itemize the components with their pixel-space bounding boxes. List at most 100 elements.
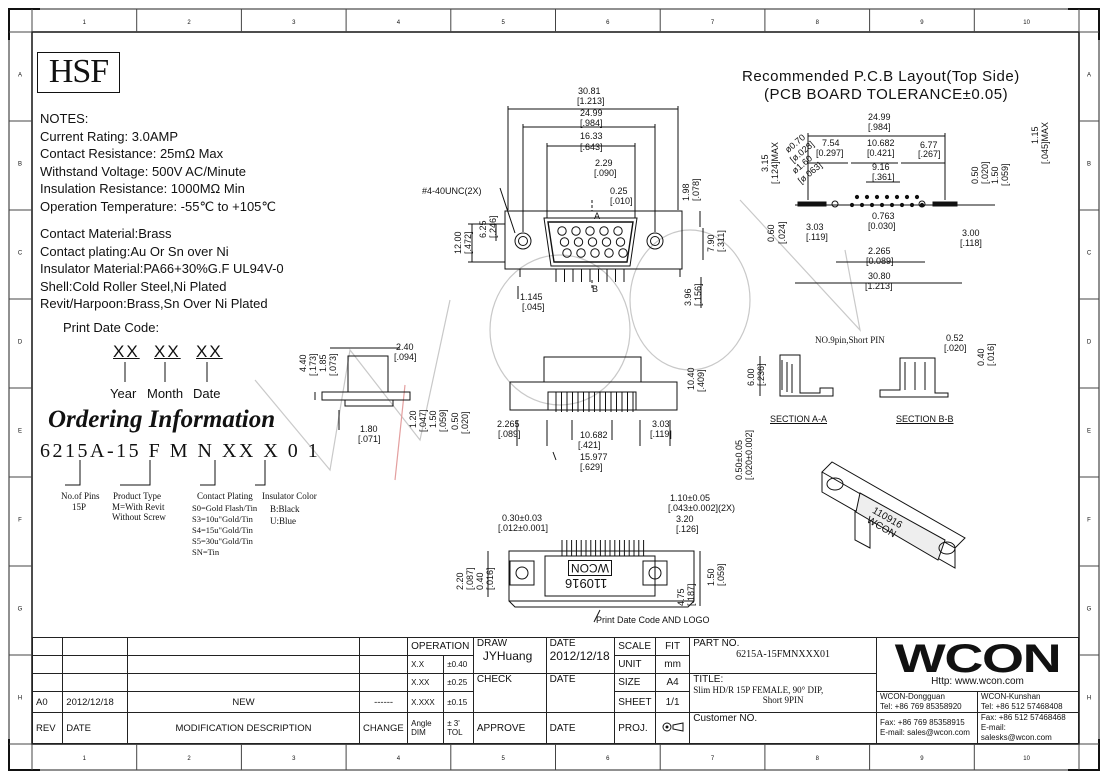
front-view-drawing <box>468 106 704 308</box>
isometric-view-drawing <box>821 461 966 569</box>
ordering-title: Ordering Information <box>48 406 276 433</box>
note-line: Contact Resistance: 25mΩ Max <box>40 146 224 161</box>
kunshan-name: WCON-Kunshan <box>980 692 1041 701</box>
frame-column-label: 1 <box>83 756 87 762</box>
company-http: Http: www.wcon.com <box>931 676 1024 687</box>
sheet-value: 1/1 <box>654 691 691 713</box>
section-a-marker: A <box>594 211 601 221</box>
check-label: CHECK <box>472 673 547 713</box>
wcon-watermark <box>254 199 861 481</box>
date-code-month: XX <box>154 342 181 361</box>
draw-value: JYHuang <box>482 649 533 663</box>
section-bb-label: SECTION B-B <box>896 414 954 424</box>
check-date-label: DATE <box>545 673 616 713</box>
type-label: Product Type <box>113 491 161 501</box>
date-label-date: Date <box>193 386 221 401</box>
notes-section: NOTES: Current Rating: 3.0AMP Contact Re… <box>40 110 284 313</box>
side-view-drawing <box>314 347 411 430</box>
frame-column-label: 6 <box>606 756 610 762</box>
plating-label: Contact Plating <box>197 491 253 501</box>
frame-row-label: A <box>18 73 22 79</box>
wcon-logo: WCON <box>894 637 1062 681</box>
frame-row-label: E <box>1087 429 1091 435</box>
contact-hole <box>562 248 572 258</box>
print-date-heading: Print Date Code: <box>63 320 160 335</box>
contact-hole <box>613 226 623 236</box>
part-no-label: PART NO. <box>693 638 740 649</box>
unit-value: mm <box>654 655 691 674</box>
sheet-label: SHEET <box>614 691 656 713</box>
material-line: Shell:Cold Roller Steel,Ni Plated <box>40 278 227 294</box>
note-line: Current Rating: 3.0AMP <box>40 128 179 144</box>
contact-hole <box>573 237 584 247</box>
rev-row-date: 2012/12/18 <box>62 691 128 713</box>
pcb-pad <box>879 202 885 208</box>
pcb-pad <box>919 202 925 208</box>
scale-label: SCALE <box>614 637 656 656</box>
frame-column-label: 9 <box>920 20 924 26</box>
frame-row-label: H <box>18 696 22 702</box>
pcb-pad <box>904 194 910 200</box>
pcb-pad <box>884 194 890 200</box>
title-label: TITLE: <box>693 674 724 685</box>
section-views-drawing <box>759 354 949 398</box>
contact-hole <box>618 248 628 258</box>
frame-column-label: 10 <box>1023 756 1030 762</box>
proj-label: PROJ. <box>614 712 656 744</box>
pcb-pad <box>849 202 855 208</box>
material-line: Contact Material:Brass <box>40 226 172 241</box>
section-b-marker: B <box>592 284 599 294</box>
frame-row-label: B <box>18 162 22 168</box>
note-line: Operation Temperature: -55℃ to +105℃ <box>40 198 277 214</box>
pcb-pad <box>889 202 895 208</box>
contact-hole <box>615 237 626 247</box>
note-line: Withstand Voltage: 500V AC/Minute <box>40 163 246 179</box>
material-line: Contact plating:Au Or Sn over Ni <box>40 243 229 259</box>
dongguan-name: WCON-Dongguan <box>879 692 945 701</box>
frame-column-label: 2 <box>187 756 191 762</box>
frame-column-label: 5 <box>501 756 505 762</box>
frame-row-label: D <box>18 340 23 346</box>
thread-callout: #4-40UNC(2X) <box>422 186 482 196</box>
pins-label: No.of Pins <box>61 491 100 501</box>
frame-column-label: 8 <box>816 20 820 26</box>
frame-row-label: A <box>1087 73 1091 79</box>
frame-column-label: 6 <box>606 20 610 26</box>
frame-row-label: H <box>1087 696 1091 702</box>
insulator-label: Insulator Color <box>262 491 317 501</box>
part-no-value: 6215A-15FMNXXX01 <box>736 649 831 660</box>
stamp-wcon: WCON <box>568 560 612 576</box>
ordering-leaders <box>65 460 266 486</box>
frame-column-label: 1 <box>83 20 87 26</box>
date-code-leaders <box>124 362 208 382</box>
rev-row-rev: A0 <box>31 691 64 713</box>
print-date-note: Print Date Code AND LOGO <box>596 615 710 625</box>
customer-no-label: Customer NO. <box>689 712 877 744</box>
frame-column-label: 2 <box>187 20 191 26</box>
date-value: 2012/12/18 <box>549 649 610 663</box>
projection-icon <box>654 712 691 744</box>
type-value: M=With Revit Without Screw <box>112 502 166 522</box>
frame-column-label: 7 <box>711 20 715 26</box>
frame-row-label: E <box>18 429 22 435</box>
date-label-year: Year <box>110 386 137 401</box>
operation-label: OPERATION <box>407 637 474 656</box>
pcb-pad <box>899 202 905 208</box>
material-line: Insulator Material:PA66+30%G.F UL94V-0 <box>40 261 284 276</box>
pins-value: 15P <box>72 502 87 512</box>
frame-column-label: 3 <box>292 756 296 762</box>
contact-hole <box>604 248 614 258</box>
approve-date-label: DATE <box>545 712 616 744</box>
frame-row-label: C <box>18 251 23 257</box>
frame-row-label: C <box>1087 251 1092 257</box>
date-code-day: XX <box>196 342 223 361</box>
contact-hole <box>557 226 567 236</box>
contact-hole <box>601 237 612 247</box>
rev-row-change: ------ <box>359 691 409 713</box>
pcb-pad <box>864 194 870 200</box>
frame-column-label: 8 <box>816 756 820 762</box>
pcb-pad <box>869 202 875 208</box>
date-code-year: XX <box>113 342 140 361</box>
